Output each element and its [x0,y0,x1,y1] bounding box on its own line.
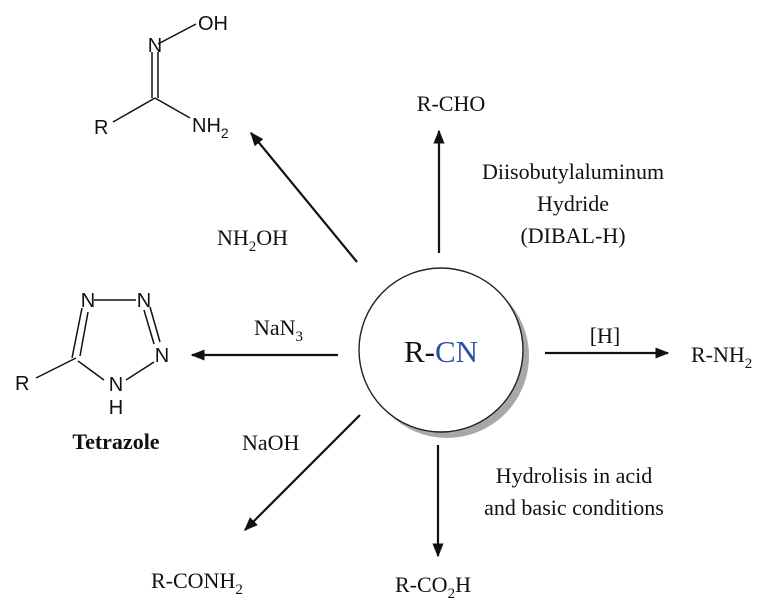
arrow-to-amidoxime [250,131,358,263]
sodium-azide-reagent: NaN3 [254,315,303,345]
n2-n3-bond-2 [143,309,155,345]
dibal-reagent-line-1: Diisobutylaluminum [482,159,664,184]
amidoxime-oh-atom: OH [198,13,228,35]
hydrolysis-reagent-line-2: and basic conditions [484,495,664,520]
nitrile-label: R-CN [404,334,478,369]
hydrolysis-reagent-line-1: Hydrolisis in acid [496,463,652,488]
nh-c-bond [77,360,105,381]
c-r-bond [112,97,156,123]
dibal-reagent-line-3: (DIBAL-H) [520,223,625,248]
c-n1-bond-2 [79,311,89,357]
amidoxime-structure: N OH R NH2 [94,13,229,141]
hydroxylamine-reagent: NH2OH [217,225,288,255]
c-r-bond [35,357,77,379]
amidoxime-nh2-atom: NH2 [192,115,229,141]
acid-product: R-CO2H [395,572,471,602]
tetrazole-nh-n-atom: N [109,374,123,396]
center-circle [358,267,524,433]
tetrazole-name: Tetrazole [72,429,159,454]
n2-n3-bond-1 [149,306,161,343]
n-o-bond [157,23,197,45]
tetrazole-structure: N N N N H R [15,290,169,419]
dibal-reagent-line-2: Hydride [537,191,609,216]
naoh-reagent: NaOH [242,430,300,455]
amidoxime-n-atom: N [148,35,162,57]
tetrazole-nh-h-atom: H [109,397,123,419]
arrow-to-amide [244,414,361,531]
amine-product: R-NH2 [691,342,752,372]
n3-nh-bond [125,361,155,381]
amide-product: R-CONH2 [151,568,243,598]
reduction-reagent: [H] [590,323,621,348]
tetrazole-n1-atom: N [81,290,95,312]
c-nh2-bond [154,97,191,119]
tetrazole-r-atom: R [15,373,29,395]
tetrazole-n2-atom: N [137,290,151,312]
aldehyde-product: R-CHO [417,91,485,116]
amidoxime-r-atom: R [94,117,108,139]
tetrazole-n3-atom: N [155,345,169,367]
c-n1-bond-1 [71,307,83,359]
